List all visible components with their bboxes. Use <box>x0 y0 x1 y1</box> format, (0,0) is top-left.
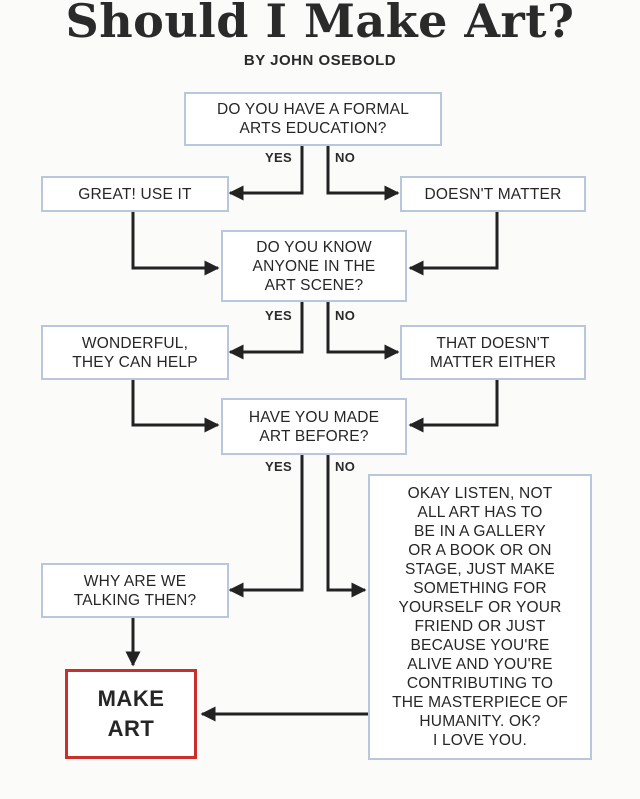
final-make-art-text: MAKE ART <box>97 686 165 741</box>
answer-why-talking: WHY ARE WE TALKING THEN? <box>41 563 229 618</box>
arrow-q3-no <box>326 455 367 598</box>
answer-okay-listen: OKAY LISTEN, NOT ALL ART HAS TO BE IN A … <box>368 474 592 760</box>
page-title: Should I Make Art? <box>65 0 575 48</box>
answer-doesnt-matter-either-text: THAT DOESN'T MATTER EITHER <box>429 334 557 371</box>
answer-okay-listen-text: OKAY LISTEN, NOT ALL ART HAS TO BE IN A … <box>392 485 568 749</box>
arrow-a2no-q3 <box>408 380 499 433</box>
answer-use-it: GREAT! USE IT <box>41 176 229 212</box>
answer-use-it-text: GREAT! USE IT <box>78 185 192 203</box>
answer-doesnt-matter-either: THAT DOESN'T MATTER EITHER <box>400 325 586 380</box>
arrow-q2-yes <box>228 302 304 360</box>
arrow-q3-yes <box>228 455 304 598</box>
question-made-art-before: HAVE YOU MADE ART BEFORE? <box>221 398 407 455</box>
arrow-q1-no <box>326 146 400 201</box>
answer-why-talking-text: WHY ARE WE TALKING THEN? <box>73 572 197 609</box>
yes-label-q1: YES <box>265 150 292 165</box>
question-formal-education-text: DO YOU HAVE A FORMAL ARTS EDUCATION? <box>216 101 410 137</box>
arrow-a1yes-q2 <box>131 212 220 276</box>
question-know-anyone-text: DO YOU KNOW ANYONE IN THE ART SCENE? <box>252 238 376 294</box>
yes-label-q2: YES <box>265 308 292 323</box>
answer-they-can-help: WONDERFUL, THEY CAN HELP <box>41 325 229 380</box>
arrow-q2-no <box>326 302 400 360</box>
final-make-art: MAKE ART <box>65 669 197 759</box>
no-label-q1: NO <box>335 150 356 165</box>
answer-doesnt-matter-text: DOESN'T MATTER <box>424 185 562 203</box>
question-know-anyone: DO YOU KNOW ANYONE IN THE ART SCENE? <box>221 230 407 302</box>
question-formal-education: DO YOU HAVE A FORMAL ARTS EDUCATION? <box>184 92 442 146</box>
arrow-a1no-q2 <box>408 212 499 276</box>
no-label-q2: NO <box>335 308 356 323</box>
arrow-a2yes-q3 <box>131 380 220 433</box>
arrow-q1-yes <box>228 146 304 201</box>
yes-label-q3: YES <box>265 459 292 474</box>
author-byline: BY JOHN OSEBOLD <box>243 52 397 69</box>
answer-doesnt-matter: DOESN'T MATTER <box>400 176 586 212</box>
question-made-art-before-text: HAVE YOU MADE ART BEFORE? <box>248 408 380 445</box>
no-label-q3: NO <box>335 459 356 474</box>
answer-they-can-help-text: WONDERFUL, THEY CAN HELP <box>72 334 198 371</box>
